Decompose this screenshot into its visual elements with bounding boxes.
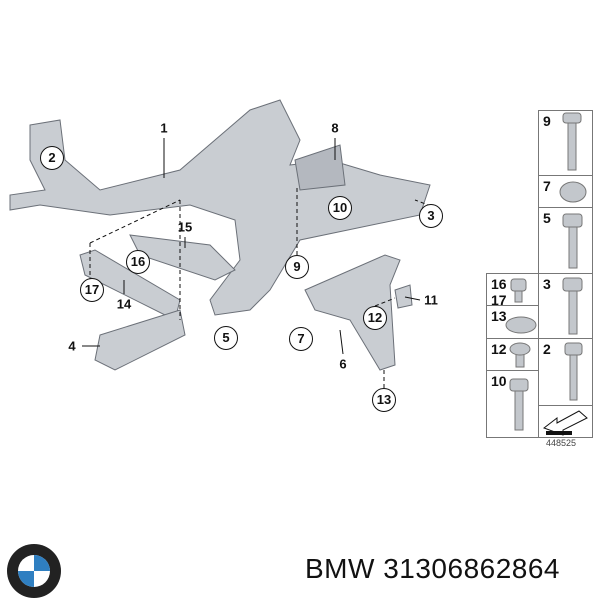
callout-2: 2 xyxy=(40,146,64,170)
hardware-cell-12: 12 xyxy=(486,338,539,371)
callout-7: 7 xyxy=(289,327,313,351)
callout-12: 12 xyxy=(363,306,387,330)
hardware-cell-2: 2 xyxy=(538,338,593,406)
bmw-logo xyxy=(6,543,62,599)
callout-9: 9 xyxy=(285,255,309,279)
label-1: 1 xyxy=(160,120,168,136)
catalog-number: 448525 xyxy=(546,438,577,448)
hardware-cell-13: 13 xyxy=(486,305,539,339)
label-4: 4 xyxy=(68,338,76,354)
direction-arrow-icon xyxy=(538,405,593,438)
part-number-title: BMW 31306862864 xyxy=(305,553,561,584)
hardware-cell-7: 7 xyxy=(538,175,593,208)
label-15: 15 xyxy=(177,219,193,235)
label-11: 11 xyxy=(424,292,438,308)
callout-3: 3 xyxy=(419,204,443,228)
label-8: 8 xyxy=(331,120,339,136)
hardware-cell-5: 5 xyxy=(538,207,593,274)
hardware-cell-3: 3 xyxy=(538,273,593,339)
callout-16: 16 xyxy=(126,250,150,274)
callout-17: 17 xyxy=(80,278,104,302)
hardware-cell-9: 9 xyxy=(538,110,593,176)
label-14: 14 xyxy=(116,296,132,312)
callout-10: 10 xyxy=(328,196,352,220)
callout-5: 5 xyxy=(214,326,238,350)
hardware-cell-10: 10 xyxy=(486,370,539,438)
label-6: 6 xyxy=(339,356,347,372)
callout-13: 13 xyxy=(372,388,396,412)
